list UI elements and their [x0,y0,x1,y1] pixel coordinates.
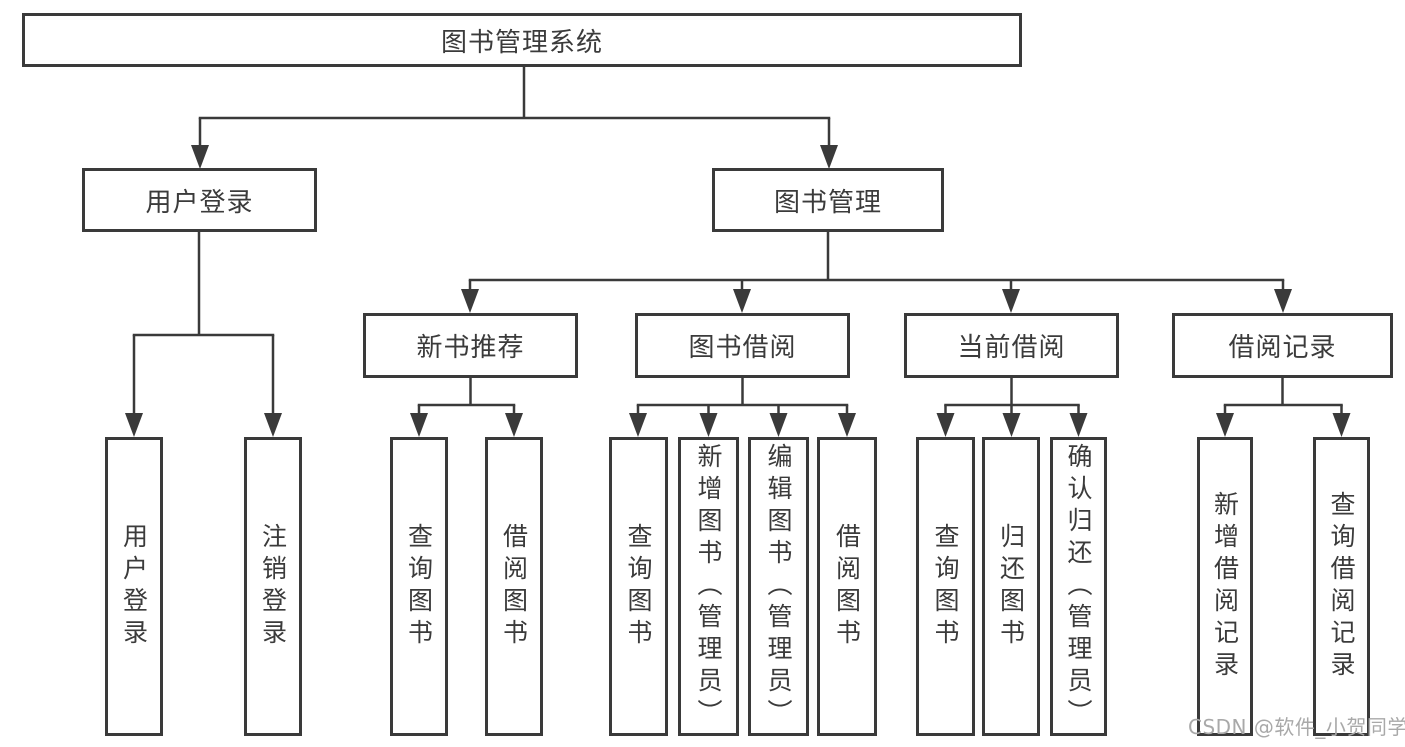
node-current-borrowing: 当前借阅 [904,313,1119,378]
node-book-borrowing-label: 图书借阅 [688,333,797,363]
leaf-confirm-return-admin-label: 确认归还（管理员） [1064,442,1093,731]
leaf-return-book-label: 归还图书 [996,522,1026,651]
leaf-edit-book-admin: 编辑图书（管理员） [748,437,809,736]
node-user-login: 用户登录 [82,168,317,232]
leaf-query-books-borrow: 查询图书 [609,437,668,736]
leaf-query-books-recommend-label: 查询图书 [404,522,434,651]
leaf-add-book-admin: 新增图书（管理员） [678,437,739,736]
node-current-borrowing-label: 当前借阅 [957,333,1066,363]
leaf-query-borrow-record-label: 查询借阅记录 [1327,490,1356,683]
leaf-borrow-books-label: 借阅图书 [832,522,862,651]
leaf-query-books-current-label: 查询图书 [931,522,960,651]
node-root: 图书管理系统 [22,13,1022,67]
node-book-management-label: 图书管理 [773,187,882,218]
leaf-query-books-borrow-label: 查询图书 [624,522,653,651]
leaf-add-book-admin-label: 新增图书（管理员） [694,442,723,731]
leaf-confirm-return-admin: 确认归还（管理员） [1050,437,1107,736]
leaf-user-login: 用户登录 [105,437,163,736]
leaf-return-book: 归还图书 [982,437,1040,736]
leaf-borrow-books: 借阅图书 [817,437,877,736]
leaf-borrow-books-recommend-label: 借阅图书 [499,522,529,651]
node-book-management: 图书管理 [712,168,944,232]
leaf-user-login-label: 用户登录 [119,522,149,651]
csdn-watermark: CSDN @软件_小贺同学 [1188,715,1405,739]
leaf-logout: 注销登录 [244,437,302,736]
node-borrowing-records-label: 借阅记录 [1228,333,1337,363]
node-new-book-recommend-label: 新书推荐 [416,333,525,363]
leaf-query-borrow-record: 查询借阅记录 [1313,437,1370,736]
node-new-book-recommend: 新书推荐 [363,313,578,378]
leaf-query-books-current: 查询图书 [916,437,975,736]
leaf-add-borrow-record-label: 新增借阅记录 [1210,490,1240,683]
node-root-label: 图书管理系统 [440,27,603,58]
leaf-edit-book-admin-label: 编辑图书（管理员） [764,442,793,731]
leaf-query-books-recommend: 查询图书 [390,437,448,736]
node-borrowing-records: 借阅记录 [1172,313,1393,378]
leaf-logout-label: 注销登录 [258,522,288,651]
node-book-borrowing: 图书借阅 [635,313,850,378]
node-user-login-label: 用户登录 [145,187,254,218]
leaf-add-borrow-record: 新增借阅记录 [1197,437,1253,736]
leaf-borrow-books-recommend: 借阅图书 [485,437,543,736]
